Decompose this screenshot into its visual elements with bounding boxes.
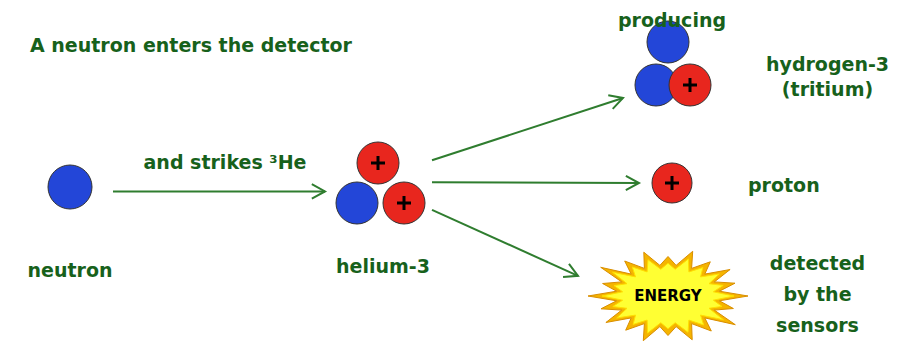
detector-note: detected by the sensors [760,248,875,341]
text-slot: helium-3 [318,254,448,278]
arrow-shaft [432,210,578,276]
proton-particle: proton [651,162,693,204]
text-slot: neutron [10,258,130,282]
neutron-circle [336,182,378,224]
label-slot: producing [612,8,732,32]
neutron-circle [48,165,92,209]
charge-sign [377,156,380,170]
text-slot: detected by the sensors [760,248,875,341]
arrow-head [608,95,623,109]
arrow-shaft [432,98,623,160]
reaction-arrow [113,184,325,198]
caption-text: A neutron enters the detector [30,33,370,57]
node-outline [635,21,711,108]
particle-label: neutron [10,258,130,282]
burst-text: ENERGY [586,286,750,306]
node-outline [335,141,426,225]
proton-circle [357,142,399,184]
text-slot: hydrogen-3 (tritium) [760,52,895,102]
proton-circle [652,163,692,203]
helium-3-nucleus: helium-3 [335,141,426,225]
charge-sign [403,196,406,210]
reaction-arrow [432,176,639,190]
arrow-label: and strikes ³He [105,150,345,174]
label-slot: A neutron enters the detector [30,33,370,57]
proton-circle [669,64,711,106]
node-outline [47,164,93,210]
proton-circle [383,182,425,224]
arrow-shaft [432,181,639,184]
arrow-head [563,264,578,277]
arrow-head [312,184,325,198]
particle-label: helium-3 [318,254,448,278]
particle-label: proton [748,173,848,197]
reaction-arrow [432,210,578,277]
particle-label: hydrogen-3 (tritium) [760,52,895,102]
charge-sign [671,176,674,190]
node-outline [651,162,693,204]
charge-sign [689,78,692,92]
arrow-head [626,176,639,190]
caption-text: producing [612,8,732,32]
label-slot: and strikes ³He [105,150,345,174]
text-slot: proton [748,173,848,197]
arrow-shaft [113,190,325,192]
tritium-nucleus: hydrogen-3 (tritium) [635,21,711,108]
energy-burst: ENERGYdetected by the sensors [586,248,750,344]
text-slot: ENERGY [586,286,750,306]
reaction-arrow [432,95,623,160]
neutron-particle: neutron [47,164,93,210]
